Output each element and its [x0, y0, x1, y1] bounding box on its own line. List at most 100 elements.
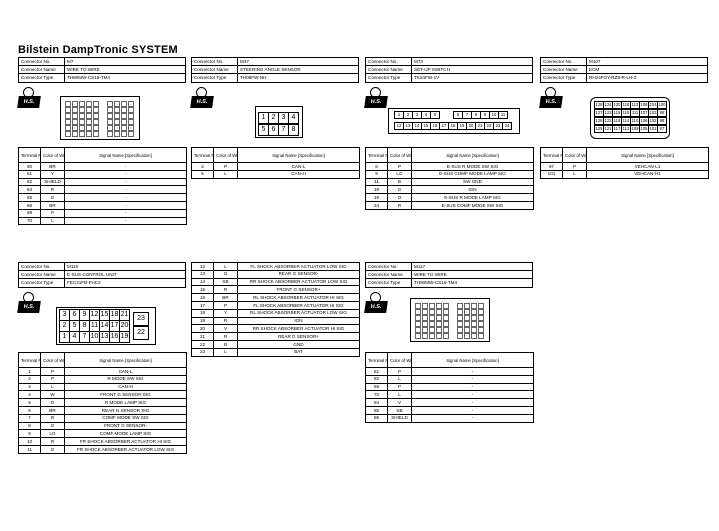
connector-type-label: Connector Type: [192, 74, 238, 82]
color-cell: LG: [41, 430, 65, 438]
terminal-header: Terminal No.: [541, 148, 563, 163]
terminal-cell: 19: [366, 194, 388, 202]
table-row: 97PVEHCAN-L1: [541, 163, 709, 171]
hs-icon: H.S.: [18, 292, 40, 314]
connector-header-m107: Connector No.M107Connector NameECMConnec…: [540, 57, 708, 83]
pin: 11: [498, 111, 508, 119]
signal-cell: FRONT G SENSOR-: [65, 422, 187, 430]
signal-header: Signal Name [Specification]: [238, 148, 360, 163]
signal-cell: REAR G SENSOR-: [238, 270, 360, 278]
signal-cell: -: [412, 399, 534, 407]
signal-cell: BAT: [238, 348, 360, 356]
table-row: 19RIGN: [192, 317, 360, 325]
terminal-cell: 6: [366, 163, 388, 171]
color-cell: V: [388, 399, 412, 407]
signal-cell: COMF MODE SW SIG: [65, 414, 187, 422]
color-cell: L: [214, 348, 238, 356]
connector-name-value: SET-UP SWITCH: [412, 66, 533, 74]
signal-cell: -: [65, 217, 187, 225]
terminal-cell: 15: [192, 286, 214, 294]
terminal-cell: 10: [19, 438, 41, 446]
table-row: 9LGE-SUS COMF MODE LAMP SIG: [366, 170, 534, 178]
connector-type-label: Connector Type: [19, 279, 65, 287]
color-cell: L: [214, 263, 238, 271]
signal-header: Signal Name [Specification]: [412, 148, 534, 163]
connector-no-value: M107: [587, 58, 708, 66]
color-header: Color of Wire: [41, 353, 65, 368]
m110-connector-diagram: 3691215182125811141720147101316192322: [56, 307, 156, 345]
terminal-cell: 65: [19, 194, 41, 202]
color-cell: P: [41, 375, 65, 383]
color-cell: Y: [41, 170, 65, 178]
terminal-header: Terminal No.: [19, 148, 41, 163]
color-cell: R: [41, 414, 65, 422]
table-row: 21RREAR G SENSOR+: [192, 333, 360, 341]
connector-type-label: Connector Type: [541, 74, 587, 82]
table-row: 85SB-: [366, 406, 534, 414]
color-cell: Y: [214, 309, 238, 317]
m37-connector-diagram: 12345678: [255, 106, 303, 138]
connector-name-label: Connector Name: [19, 271, 65, 279]
connector-no-value: M117: [412, 263, 533, 271]
connector-type-value: TH08FW-NH: [238, 74, 359, 82]
m117-connector-diagram: [410, 298, 490, 342]
color-cell: L: [41, 383, 65, 391]
terminal-cell: 14: [192, 278, 214, 286]
hs-icon: H.S.: [540, 87, 562, 109]
terminal-cell: 21: [192, 333, 214, 341]
table-row: 62SHIELD-: [19, 178, 187, 186]
signal-cell: -: [65, 170, 187, 178]
terminal-cell: 64: [19, 186, 41, 194]
color-cell: BR: [214, 294, 238, 302]
connector-header-m117: Connector No.M117Connector NameWIRE TO W…: [365, 262, 533, 288]
table-row: 6BRREAR G SENSOR SIG: [19, 406, 187, 414]
color-cell: P: [41, 209, 65, 217]
signal-cell: -: [65, 186, 187, 194]
signal-cell: FR SHOCK ABSORBER ACTUATOR LOW SIG: [65, 445, 187, 453]
pin: 8: [288, 124, 299, 136]
terminal-cell: 5: [192, 170, 214, 178]
signal-cell: IGN: [412, 186, 534, 194]
table-row: 3LCAN-H: [19, 383, 187, 391]
signal-cell: REAR G SENSOR+: [238, 333, 360, 341]
terminal-header: Terminal No.: [366, 148, 388, 163]
color-header: Color of Wire: [388, 353, 412, 368]
table-row: 10RFR SHOCK ABSORBER ACTUATOR HI SIG: [19, 438, 187, 446]
terminal-cell: 62: [19, 178, 41, 186]
terminal-cell: 4: [19, 391, 41, 399]
color-cell: R: [214, 317, 238, 325]
connector-no-label: Connector No.: [19, 263, 65, 271]
terminal-cell: 81: [366, 368, 388, 376]
table-row: 5LCAN-H: [192, 170, 360, 178]
terminal-cell: 8: [19, 422, 41, 430]
terminal-cell: 70: [366, 391, 388, 399]
color-header: Color of Wire: [563, 148, 587, 163]
terminal-cell: 1: [19, 368, 41, 376]
table-row: 5OR MODE LAMP SIG: [19, 399, 187, 407]
table-row: 7RCOMF MODE SW SIG: [19, 414, 187, 422]
signal-cell: -: [412, 406, 534, 414]
color-cell: P: [214, 301, 238, 309]
terminal-cell: 2: [192, 163, 214, 171]
signal-table-m110: Terminal No.Color of WireSignal Name [Sp…: [18, 352, 187, 454]
pin: 24: [502, 122, 512, 130]
signal-table-m117: Terminal No.Color of WireSignal Name [Sp…: [365, 352, 534, 423]
table-row: 61Y-: [19, 170, 187, 178]
signal-cell: -: [412, 391, 534, 399]
table-row: 66BR-: [19, 201, 187, 209]
connector-type-value: TH80MW-CS16-TM4: [412, 279, 533, 287]
color-cell: BR: [41, 406, 65, 414]
color-cell: P: [388, 383, 412, 391]
terminal-cell: 69: [19, 209, 41, 217]
table-row: 1PCAN-L: [19, 368, 187, 376]
signal-cell: -: [412, 375, 534, 383]
signal-cell: FL SHOCK ABSORBER ACTUATOR HI SIG: [238, 301, 360, 309]
color-header: Color of Wire: [214, 148, 238, 163]
table-row: 19OE-SUS R MODE LAMP SIG: [366, 194, 534, 202]
table-row: 70L-: [366, 391, 534, 399]
signal-cell: RR SHOCK ABSORBER ACTUATOR HI SIG: [238, 325, 360, 333]
color-cell: G: [214, 270, 238, 278]
signal-cell: REAR G SENSOR SIG: [65, 406, 187, 414]
terminal-cell: 69: [366, 383, 388, 391]
hs-icon: H.S.: [365, 292, 387, 314]
